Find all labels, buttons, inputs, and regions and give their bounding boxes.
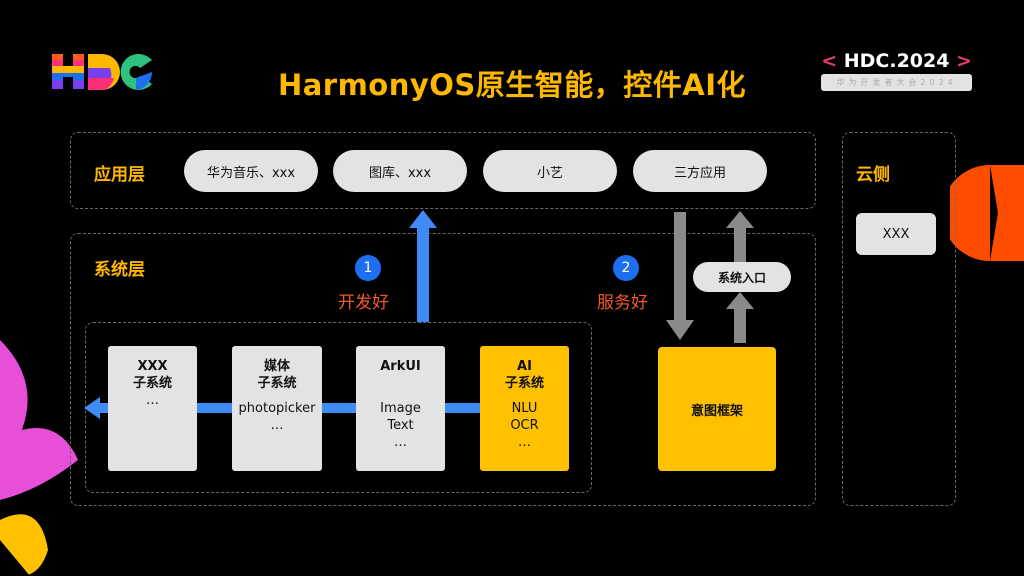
intent-framework[interactable]: 意图框架 <box>658 347 776 471</box>
subsystem-arkui-item-3: … <box>394 435 407 450</box>
subsystem-arkui[interactable]: ArkUI Image Text … <box>356 346 445 471</box>
logo-c <box>120 54 153 90</box>
step-2-label: 服务好 <box>597 293 648 313</box>
badge-subtitle: 华为开发者大会2024 <box>821 74 972 91</box>
page-title: HarmonyOS原生智能，控件AI化 <box>277 68 747 102</box>
subsystem-media[interactable]: 媒体 子系统 photopicker … <box>232 346 322 471</box>
subsystem-xxx[interactable]: XXX 子系统 … <box>108 346 197 471</box>
app-gallery[interactable]: 图库、xxx <box>333 150 467 192</box>
cloud-item[interactable]: XXX <box>856 213 936 255</box>
subsystem-ai[interactable]: AI 子系统 NLU OCR … <box>480 346 569 471</box>
subsystem-xxx-title2: 子系统 <box>132 376 172 391</box>
subsystem-arkui-item-1: Image <box>380 401 421 416</box>
hdc-logo <box>52 52 153 92</box>
step-2-badge: 2 <box>613 255 639 281</box>
subsystem-ai-title2: 子系统 <box>504 376 544 391</box>
gray-up-arrow-bottom <box>726 292 754 343</box>
subsystem-ai-title: AI <box>517 359 532 374</box>
decor-right-shape <box>950 165 1024 261</box>
subsystem-media-item-2: … <box>270 418 284 433</box>
subsystem-media-title2: 子系统 <box>257 376 297 391</box>
subsystem-xxx-item: … <box>146 393 159 408</box>
app-layer-panel <box>70 132 816 209</box>
cloud-panel <box>842 132 956 506</box>
subsystem-ai-item-2: OCR <box>510 418 539 433</box>
system-entry[interactable]: 系统入口 <box>693 262 791 292</box>
logo-h <box>52 52 84 92</box>
subsystem-arkui-title: ArkUI <box>380 359 421 374</box>
subsystem-media-title: 媒体 <box>263 359 290 374</box>
cloud-label: 云侧 <box>856 165 890 185</box>
subsystem-media-item-1: photopicker <box>238 401 316 416</box>
subsystem-ai-item-3: … <box>518 435 531 450</box>
blue-up-arrow <box>409 210 437 322</box>
logo-d <box>88 54 120 90</box>
step-1-badge: 1 <box>355 255 381 281</box>
system-layer-label: 系统层 <box>94 260 145 280</box>
system-layer-panel <box>70 233 816 506</box>
subsystem-xxx-title: XXX <box>137 359 168 374</box>
app-huawei-music[interactable]: 华为音乐、xxx <box>184 150 318 192</box>
badge-text: HDC.2024 <box>843 50 950 72</box>
app-layer-label: 应用层 <box>94 165 145 185</box>
app-third-party[interactable]: 三方应用 <box>633 150 767 192</box>
badge-left-bracket: < <box>821 50 838 72</box>
subsystem-arkui-item-2: Text <box>387 418 414 433</box>
gray-up-arrow-top <box>726 211 754 262</box>
gray-down-arrow <box>666 212 694 340</box>
app-xiaoyi[interactable]: 小艺 <box>483 150 617 192</box>
subsystem-ai-item-1: NLU <box>511 401 538 416</box>
step-1-label: 开发好 <box>338 293 389 313</box>
hdc-2024-badge: < HDC.2024 > 华为开发者大会2024 <box>821 50 972 91</box>
badge-right-bracket: > <box>956 50 972 72</box>
decor-left-flower <box>0 340 78 576</box>
